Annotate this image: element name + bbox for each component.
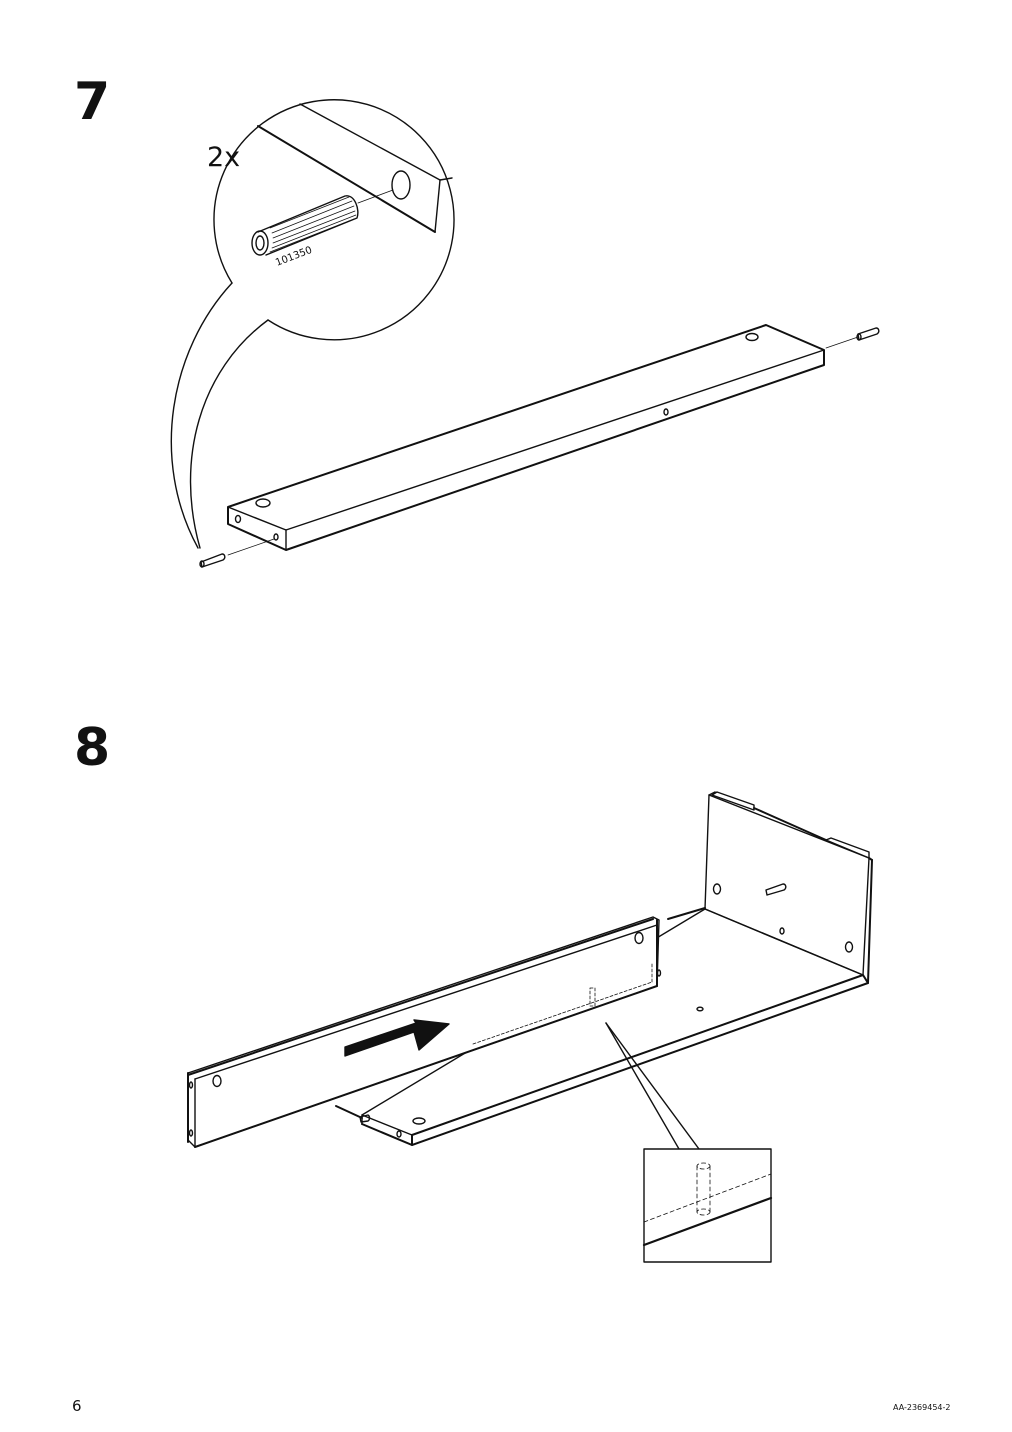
quantity-label: 2x [207, 142, 240, 173]
step7-dowels [199, 327, 880, 568]
dowel-101350-icon [251, 195, 359, 256]
step-number-7: 7 [74, 72, 111, 132]
step8-zoom-callout [605, 1022, 773, 1263]
document-code: AA-2369454-2 [893, 1403, 951, 1412]
direction-arrow-icon [344, 1019, 450, 1057]
part-number-label: 101350 [274, 245, 314, 269]
page-number: 6 [72, 1397, 82, 1415]
step7-board [227, 324, 825, 551]
step-number-8: 8 [74, 718, 111, 778]
step7-detail-callout [170, 99, 455, 549]
